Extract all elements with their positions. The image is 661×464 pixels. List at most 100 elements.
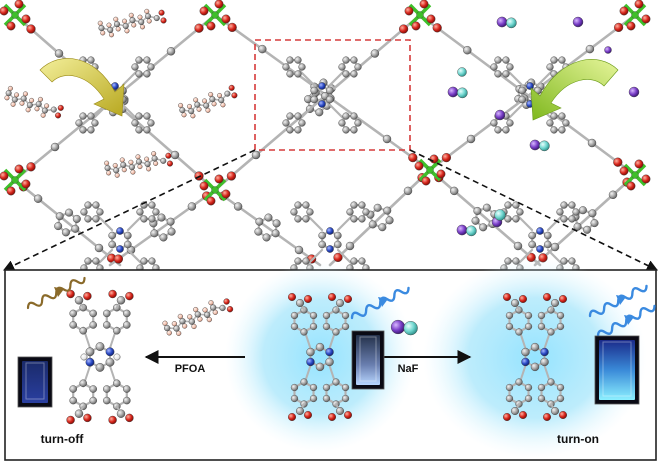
- bond: [53, 112, 97, 149]
- carbon-atom: [294, 126, 302, 134]
- carbon-atom: [608, 190, 618, 200]
- carbon-atom: [298, 119, 306, 127]
- carbon-atom: [518, 86, 527, 95]
- carbon-atom: [91, 119, 99, 127]
- carbon-atom: [345, 241, 355, 251]
- oxygen-atom: [21, 14, 31, 24]
- carbon-atom: [264, 213, 273, 222]
- bond: [546, 214, 564, 232]
- bond: [553, 227, 577, 249]
- carbon-atom: [511, 299, 520, 308]
- bond: [129, 233, 154, 252]
- wavy-emission-icon: [588, 284, 648, 318]
- zoom-arrow-right: [409, 149, 659, 271]
- fluorine-atom: [25, 107, 31, 113]
- oxygen-atom: [231, 92, 238, 99]
- oxygen-atom: [0, 6, 9, 16]
- carbon-atom: [84, 215, 92, 223]
- naf-label: NaF: [398, 363, 419, 375]
- carbon-atom: [210, 304, 217, 311]
- fluorine-atom: [124, 28, 130, 34]
- carbon-atom: [524, 322, 533, 331]
- carbon-atom: [65, 208, 74, 217]
- carbon-atom: [338, 63, 346, 71]
- fluorine-atom: [176, 330, 182, 336]
- carbon-atom: [370, 49, 380, 58]
- carbon-atom: [166, 47, 176, 56]
- carbon-atom: [123, 309, 131, 318]
- carbon-atom: [322, 322, 331, 331]
- carbon-atom: [135, 158, 142, 165]
- ligand-unit: [80, 201, 160, 279]
- carbon-atom: [138, 19, 145, 26]
- carbon-atom: [547, 328, 555, 336]
- ligand-unit: [282, 56, 362, 134]
- carbon-atom: [290, 383, 299, 392]
- oxygen-atom: [399, 24, 409, 34]
- carbon-atom: [306, 347, 315, 357]
- oxygen-atom: [419, 0, 429, 9]
- carbon-atom: [556, 208, 564, 216]
- carbon-atom: [558, 126, 566, 134]
- carbon-atom: [179, 107, 186, 114]
- oxygen-atom: [408, 153, 418, 163]
- fluorine-atom: [104, 160, 110, 166]
- metal-node: [619, 0, 651, 31]
- carbon-atom: [505, 322, 514, 331]
- wavy-emission-icon: [26, 276, 86, 310]
- fluorine-atom: [128, 159, 134, 165]
- oxygen-atom: [113, 254, 124, 264]
- bond: [133, 118, 177, 157]
- carbon-atom: [294, 70, 302, 78]
- carbon-atom: [560, 215, 568, 223]
- carbon-atom: [350, 257, 358, 265]
- oxygen-atom: [328, 293, 337, 302]
- fluorine-atom: [151, 151, 157, 157]
- carbon-atom: [590, 219, 599, 228]
- carbon-atom: [513, 241, 523, 251]
- carbon-atom: [286, 112, 294, 120]
- oxygen-atom: [619, 166, 629, 176]
- carbon-atom: [188, 318, 196, 325]
- carbon-atom: [362, 208, 370, 216]
- carbon-atom: [296, 407, 305, 416]
- oxygen-atom: [83, 413, 92, 423]
- fluorine-atom: [22, 91, 28, 97]
- carbon-atom: [300, 378, 308, 386]
- molecule-icon: [288, 293, 353, 422]
- carbon-atom: [466, 134, 476, 144]
- carbon-atom: [502, 70, 510, 78]
- carbon-atom: [92, 215, 100, 223]
- oxygen-atom: [221, 189, 231, 199]
- carbon-atom: [151, 155, 158, 162]
- carbon-atom: [219, 304, 226, 312]
- carbon-atom: [286, 56, 294, 64]
- carbon-atom: [318, 231, 327, 240]
- fluorine-atom: [186, 103, 192, 109]
- oxygen-atom: [66, 289, 75, 299]
- fluorine-atom: [205, 107, 211, 113]
- carbon-atom: [113, 167, 120, 174]
- carbon-atom: [341, 311, 350, 320]
- carbon-atom: [131, 119, 139, 127]
- carbon-atom: [358, 201, 366, 209]
- carbon-atom: [123, 240, 132, 249]
- carbon-atom: [528, 231, 537, 240]
- carbon-atom: [546, 63, 554, 71]
- carbon-atom: [490, 119, 498, 127]
- carbon-atom: [556, 394, 565, 403]
- carbon-atom: [385, 216, 394, 225]
- carbon-atom: [336, 407, 345, 416]
- carbon-atom: [69, 309, 77, 318]
- carbon-atom: [108, 240, 117, 249]
- carbon-atom: [144, 161, 151, 168]
- sodium-ion: [390, 319, 406, 335]
- sodium-ion: [496, 16, 508, 28]
- carbon-atom: [152, 208, 160, 216]
- carbon-atom: [79, 112, 87, 120]
- fluorine-atom: [114, 172, 120, 178]
- naf-ion-pair: [447, 86, 468, 99]
- oxygen-atom: [559, 295, 568, 304]
- fluorine-atom: [217, 92, 223, 98]
- carbon-atom: [135, 126, 143, 134]
